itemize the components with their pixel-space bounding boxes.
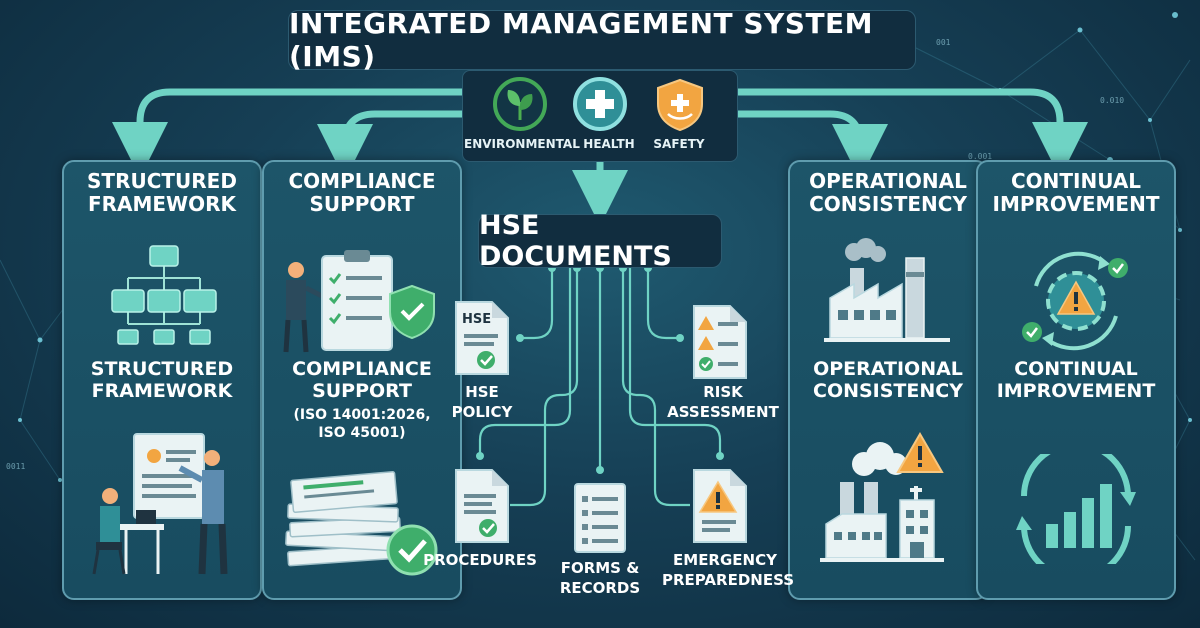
page-title: INTEGRATED MANAGEMENT SYSTEM (IMS) — [288, 7, 916, 73]
growth-chart-cycle-icon — [1006, 441, 1146, 581]
panel-operational-consistency: OPERATIONAL CONSISTENCY OPERATIONAL CONS… — [788, 160, 988, 600]
panel-label: COMPLIANCE SUPPORT — [292, 358, 432, 402]
factory-icon — [820, 238, 960, 352]
leaf-icon — [492, 76, 548, 132]
shield-icon — [652, 76, 708, 132]
panel-continual-improvement: CONTINUAL IMPROVEMENT CONTINUAL IMPROVEM… — [976, 160, 1176, 600]
panel-label: CONTINUAL IMPROVEMENT — [996, 358, 1156, 402]
doc-label-hse-policy: HSE POLICY — [451, 383, 513, 421]
document-stack-check-icon — [278, 470, 448, 584]
panel-header: OPERATIONAL CONSISTENCY — [809, 169, 967, 216]
medical-cross-icon — [572, 76, 628, 132]
panel-header: COMPLIANCE SUPPORT — [288, 169, 436, 216]
panel-compliance-support: COMPLIANCE SUPPORT COMPLIANCE SUPPORT (I… — [262, 160, 462, 600]
panel-label: OPERATIONAL CONSISTENCY — [813, 358, 963, 402]
panel-structured-framework: STRUCTURED FRAMEWORK STRUCTURED FRAMEWOR… — [62, 160, 262, 600]
pillar-label-health: HEALTH — [583, 137, 635, 151]
pillar-label-environmental: ENVIRONMENTAL — [464, 137, 580, 151]
improvement-cycle-icon — [1016, 246, 1136, 360]
panel-header: CONTINUAL IMPROVEMENT — [992, 169, 1160, 216]
hse-document-text: HSE — [462, 312, 492, 327]
doc-label-procedures: PROCEDURES — [423, 551, 537, 569]
org-chart-icon — [88, 238, 238, 352]
pillar-label-safety: SAFETY — [653, 137, 705, 151]
risk-assessment-document-icon — [690, 304, 750, 380]
emergency-document-icon — [690, 468, 750, 544]
doc-label-emergency-preparedness: EMERGENCY PREPAREDNESS — [662, 551, 794, 589]
background-code: 001 — [936, 38, 951, 47]
iso-standards-text: (ISO 14001:2026, ISO 45001) — [293, 407, 431, 441]
procedures-document-icon — [452, 468, 512, 544]
doc-label-forms-records: FORMS & RECORDS — [559, 559, 641, 597]
background-code: 0.010 — [1100, 96, 1125, 105]
doc-label-risk-assessment: RISK ASSESSMENT — [667, 383, 779, 421]
factory-warning-icon — [816, 428, 966, 582]
forms-records-document-icon — [572, 482, 628, 554]
panel-header: STRUCTURED FRAMEWORK — [87, 169, 237, 216]
team-presentation-icon — [76, 424, 246, 588]
hse-documents-title: HSE DOCUMENTS — [478, 210, 722, 272]
background-code: 0.001 — [968, 152, 993, 161]
panel-label: STRUCTURED FRAMEWORK — [90, 358, 234, 402]
hse-policy-document-icon — [452, 300, 512, 376]
clipboard-check-icon — [278, 248, 448, 362]
background-code: 0011 — [6, 462, 26, 471]
